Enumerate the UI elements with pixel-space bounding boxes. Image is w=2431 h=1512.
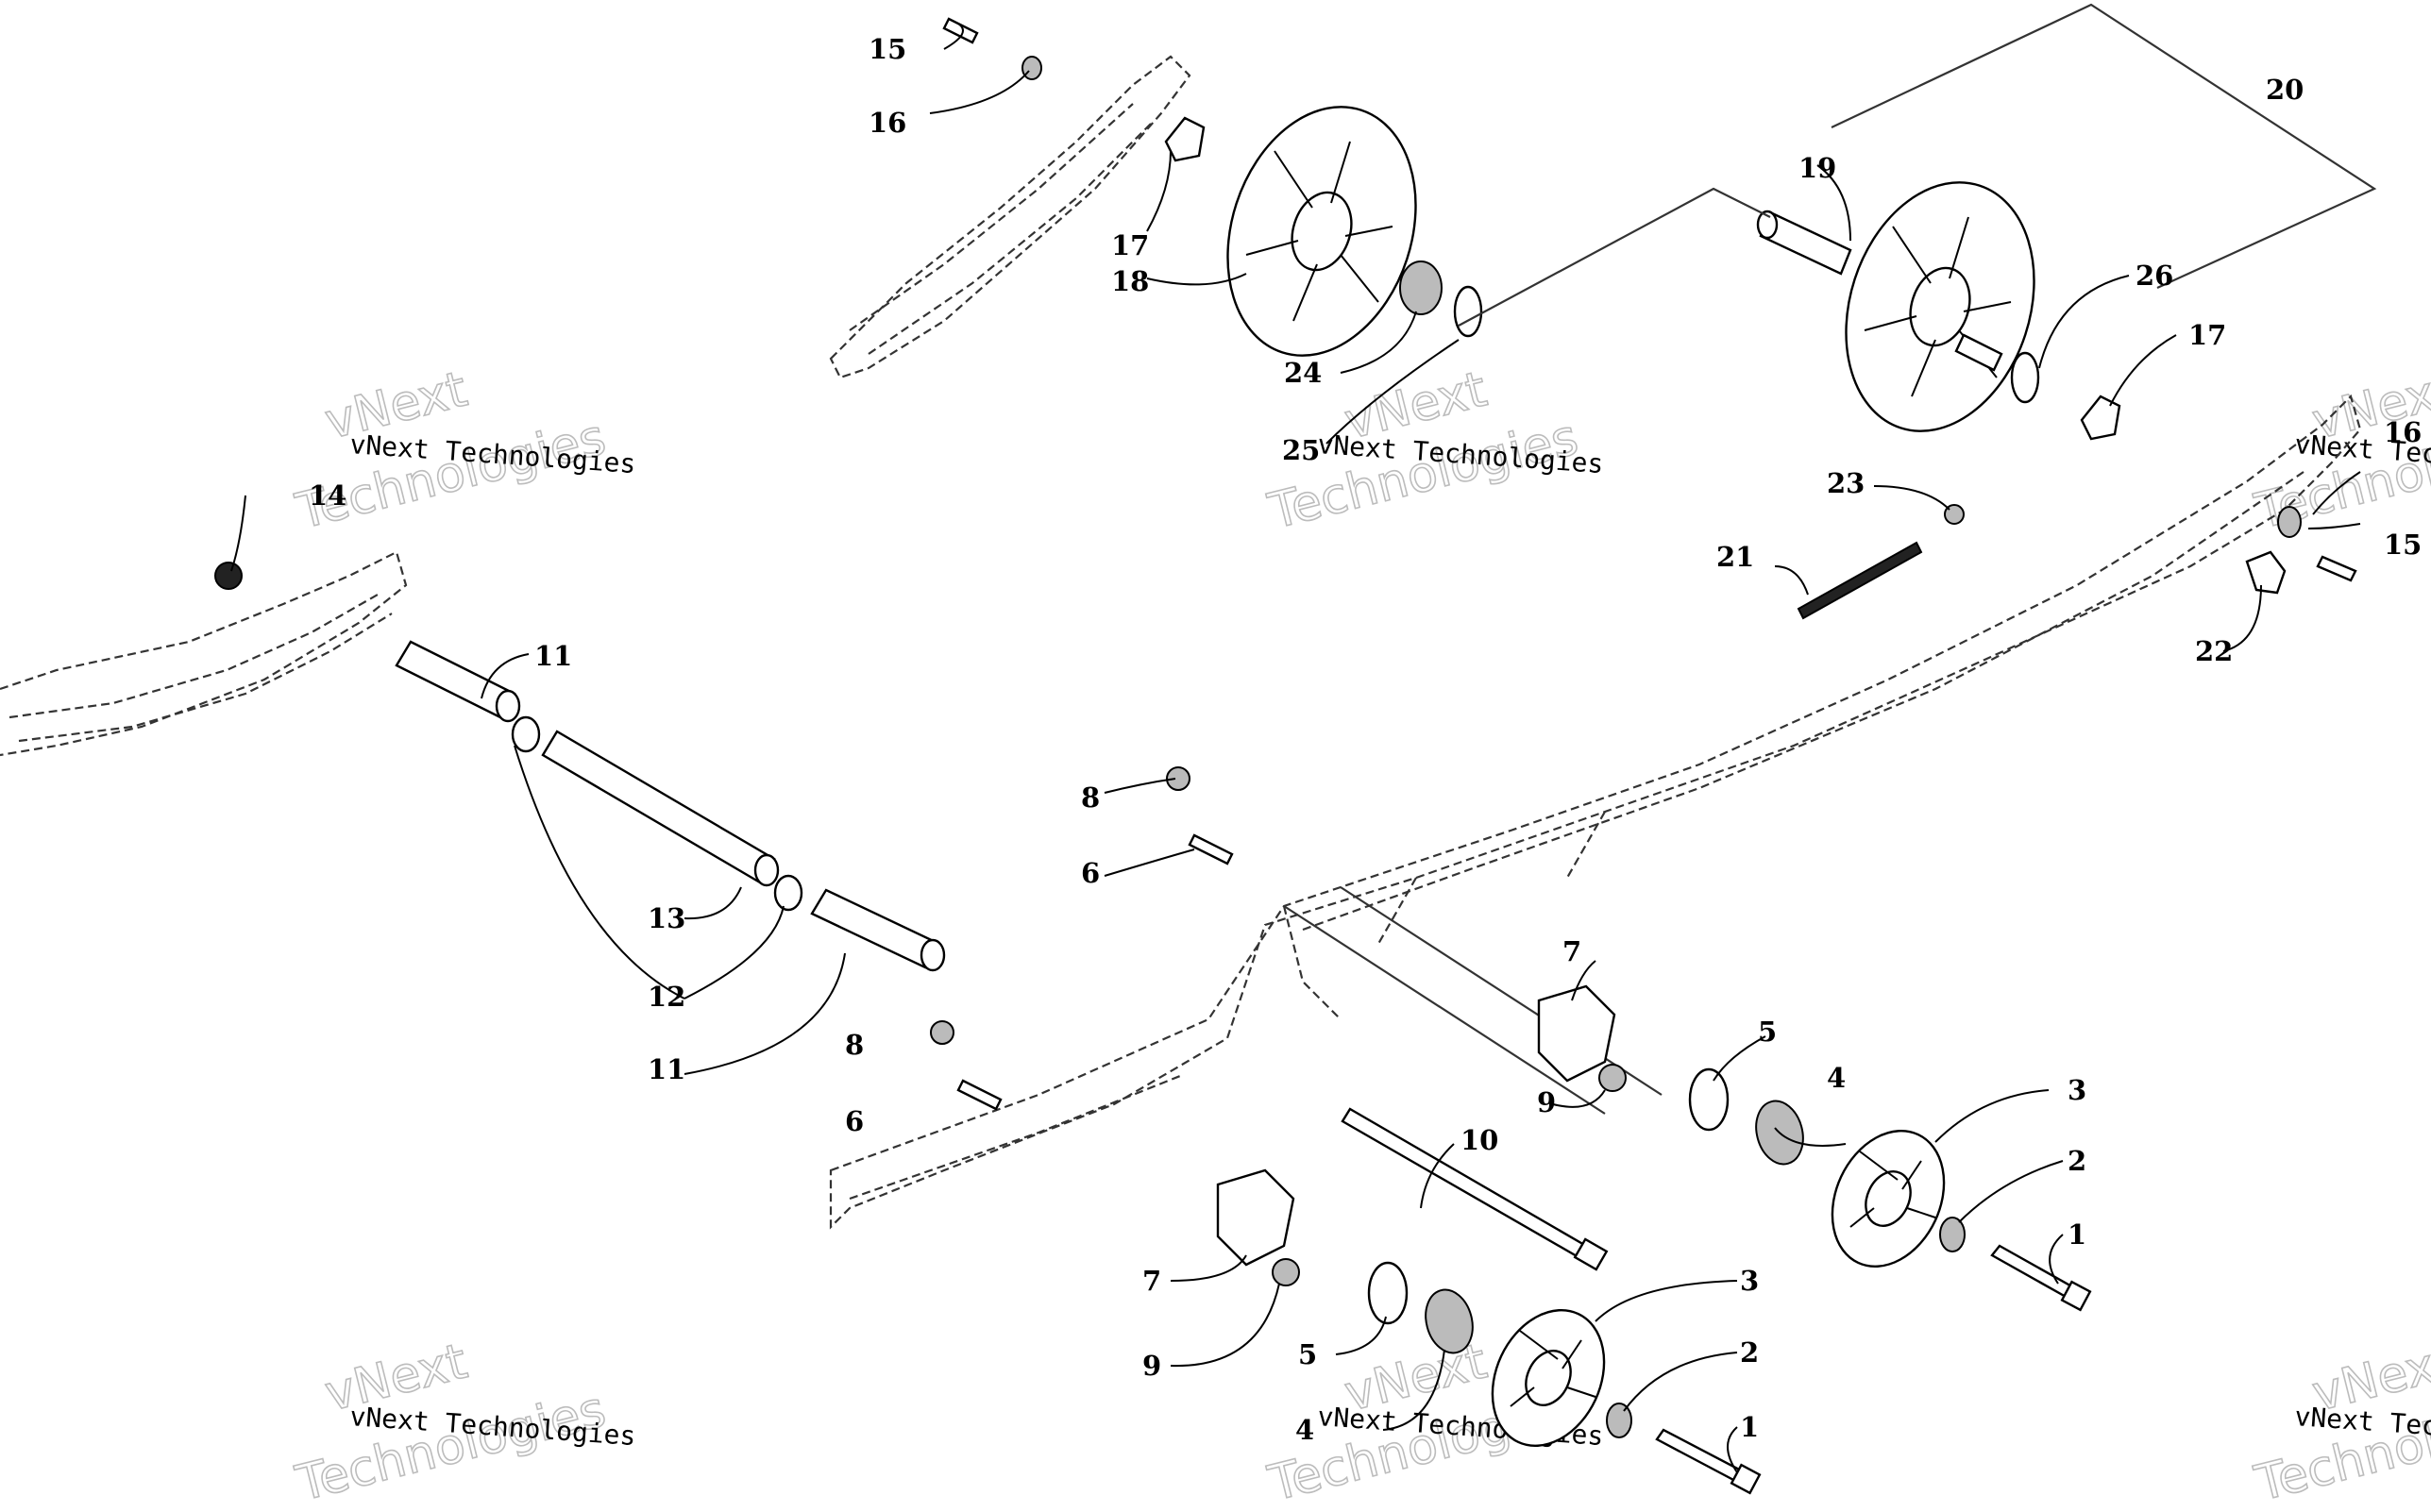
callout-25: 25 <box>1282 434 1320 466</box>
callout-10: 10 <box>1460 1124 1498 1156</box>
leader-lines <box>230 23 2361 1473</box>
main-rail <box>829 394 2362 1230</box>
callout-12: 12 <box>648 981 685 1013</box>
nut-upper <box>1598 1064 1627 1092</box>
bolt-15-right <box>2316 555 2357 582</box>
callout-21: 21 <box>1716 541 1754 573</box>
spacer-block-lower <box>1216 1168 1295 1267</box>
adjuster-17-left <box>1164 116 1206 162</box>
bolt-6-lower <box>956 1079 1003 1111</box>
idler-wheel-upper <box>1831 1129 1946 1268</box>
callout-20: 20 <box>2266 74 2304 106</box>
idler-wheel-lower <box>1491 1308 1606 1448</box>
bearing-lower <box>1425 1288 1474 1354</box>
callout-17: 17 <box>1111 229 1149 261</box>
callout-23: 23 <box>1827 467 1865 499</box>
bearing-24 <box>1399 260 1443 315</box>
snap-ring-upper <box>1688 1067 1730 1132</box>
parts <box>214 3 2377 1495</box>
callout-5: 5 <box>1758 1016 1777 1048</box>
nut-14 <box>214 562 243 590</box>
nut-8-upper <box>1166 766 1190 791</box>
callout-3: 3 <box>1740 1265 1759 1297</box>
bolt-upper <box>1990 1244 2077 1300</box>
rear-wheel-right <box>1756 181 2035 432</box>
threaded-rod-21 <box>1797 541 1923 620</box>
callout-16: 16 <box>2384 416 2422 448</box>
callout-9: 9 <box>1537 1086 1556 1118</box>
callout-18: 18 <box>1111 265 1149 297</box>
bolt-lower <box>1655 1428 1747 1484</box>
callout-8: 8 <box>845 1029 864 1061</box>
callout-2: 2 <box>1740 1336 1759 1369</box>
assembly-bracket-20 <box>1831 3 2377 290</box>
snap-ring-26 <box>2010 351 2040 404</box>
callout-16: 16 <box>869 107 906 139</box>
bolt-15-top <box>942 17 979 44</box>
callout-11: 11 <box>648 1053 685 1085</box>
washer-lower <box>1606 1403 1632 1438</box>
nut-8-lower <box>930 1020 954 1045</box>
callout-11: 11 <box>534 640 572 672</box>
shaft-link-line <box>1458 187 1771 327</box>
callout-9: 9 <box>1142 1350 1161 1382</box>
callout-labels: 15 16 17 18 24 25 20 19 26 17 23 21 22 1… <box>309 33 2422 1446</box>
callout-5: 5 <box>1298 1338 1317 1370</box>
callout-6: 6 <box>845 1105 864 1137</box>
adjuster-17-right <box>2080 395 2121 441</box>
ring-12-b <box>773 874 803 912</box>
left-rail <box>0 550 408 757</box>
callout-24: 24 <box>1284 357 1322 389</box>
callout-15: 15 <box>2384 529 2422 561</box>
callout-13: 13 <box>648 902 685 934</box>
callout-4: 4 <box>1827 1062 1846 1094</box>
washer-upper <box>1939 1217 1966 1252</box>
callout-1: 1 <box>1740 1411 1759 1443</box>
callout-15: 15 <box>869 33 906 65</box>
snap-ring-25 <box>1453 285 1483 338</box>
block-22 <box>2245 550 2287 595</box>
tube-13 <box>541 730 776 884</box>
tube-11-lower <box>810 888 941 969</box>
nut-lower <box>1272 1258 1300 1286</box>
ring-12-a <box>511 715 541 753</box>
washer-16-right <box>2277 506 2302 538</box>
spacer-block-upper <box>1537 984 1616 1083</box>
callout-7: 7 <box>1562 935 1581 967</box>
callout-1: 1 <box>2068 1218 2086 1251</box>
snap-ring-lower <box>1367 1261 1409 1325</box>
callout-6: 6 <box>1081 857 1100 889</box>
callout-19: 19 <box>1798 152 1836 184</box>
callout-17: 17 <box>2188 319 2226 351</box>
upper-rail <box>829 55 1191 379</box>
callout-14: 14 <box>309 479 346 512</box>
watermark-layer: vNext Technologies vNext Technologies vN… <box>290 361 2431 1512</box>
callout-2: 2 <box>2068 1145 2086 1177</box>
callout-4: 4 <box>1295 1414 1314 1446</box>
callout-3: 3 <box>2068 1074 2086 1106</box>
callout-8: 8 <box>1081 781 1100 814</box>
rear-wheel-left <box>1226 106 1417 357</box>
bolt-6-upper <box>1188 833 1234 865</box>
callout-22: 22 <box>2195 635 2233 667</box>
callout-26: 26 <box>2136 260 2173 292</box>
callout-7: 7 <box>1142 1265 1161 1297</box>
